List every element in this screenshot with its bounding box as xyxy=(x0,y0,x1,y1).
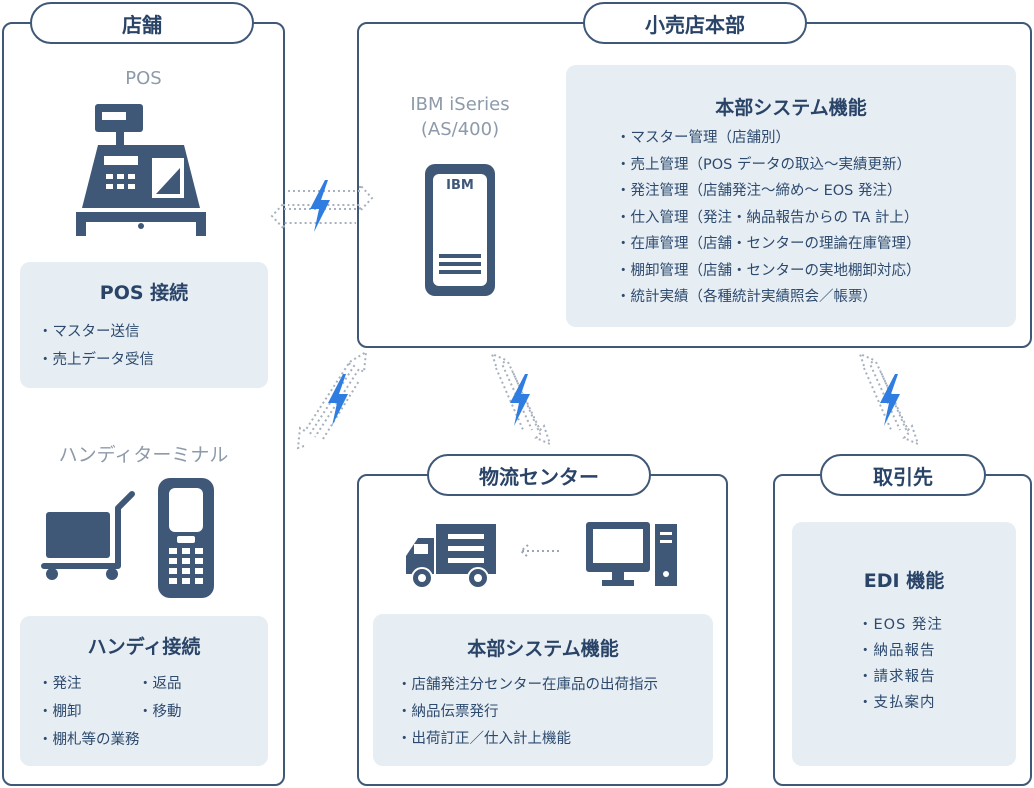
edi-title: EDI 機能 xyxy=(863,570,945,592)
supplier-title: 取引先 xyxy=(820,454,986,496)
list-item: 発注管理（店舗発注〜締め〜 EOS 発注） xyxy=(616,178,921,205)
list-item: 返品 xyxy=(138,670,182,698)
server-label-line2: (AS/400) xyxy=(420,119,500,140)
list-item: 店舗発注分センター在庫品の出荷指示 xyxy=(397,672,659,699)
server-tower-icon: IBM xyxy=(425,164,495,296)
pos-label: POS xyxy=(125,68,162,89)
logistics-system-title: 本部システム機能 xyxy=(467,638,619,660)
list-item: マスター送信 xyxy=(38,318,154,346)
lightning-bolt-icon xyxy=(880,374,900,426)
list-item: 出荷訂正／仕入計上機能 xyxy=(397,726,658,753)
hq-logistics-connector xyxy=(490,352,552,446)
lightning-bolt-icon xyxy=(510,374,530,426)
list-item: 売上データ受信 xyxy=(38,346,155,374)
hq-system-list: マスター管理（店舗別） 売上管理（POS データの取込〜実績更新） 発注管理（店… xyxy=(616,125,921,311)
handy-connection-box: ハンディ接続 発注 棚卸 棚札等の業務 返品 移動 xyxy=(20,616,268,766)
delivery-truck-icon xyxy=(406,524,496,589)
list-item: 発注 xyxy=(38,670,140,698)
store-title: 店舗 xyxy=(30,2,254,44)
server-badge: IBM xyxy=(446,178,474,193)
server-label: IBM iSeries (AS/400) xyxy=(380,92,540,142)
list-item: マスター管理（店舗別） xyxy=(616,125,921,152)
lightning-bolt-icon xyxy=(310,180,330,232)
lightning-bolt-icon xyxy=(328,374,348,426)
list-item: 棚札等の業務 xyxy=(38,726,140,754)
list-item: EOS 発注 xyxy=(858,612,943,638)
dotted-arrow-icon xyxy=(519,544,562,558)
hand-cart-icon xyxy=(41,491,135,580)
list-item: 請求報告 xyxy=(858,664,943,690)
list-item: 納品伝票発行 xyxy=(397,699,658,726)
list-item: 在庫管理（店舗・センターの理論在庫管理） xyxy=(616,231,921,258)
hq-system-title: 本部システム機能 xyxy=(715,97,867,119)
list-item: 棚卸管理（店舗・センターの実地棚卸対応） xyxy=(616,258,921,285)
server-label-line1: IBM iSeries xyxy=(410,94,510,115)
edi-box: EDI 機能 EOS 発注 納品報告 請求報告 支払案内 xyxy=(792,522,1016,766)
pos-connection-title: POS 接続 xyxy=(99,282,189,304)
hq-system-box: 本部システム機能 マスター管理（店舗別） 売上管理（POS データの取込〜実績更… xyxy=(566,65,1016,327)
list-item: 支払案内 xyxy=(858,690,943,716)
logistics-title: 物流センター xyxy=(427,454,651,496)
store-hq-connector xyxy=(270,182,374,232)
pos-connection-list: マスター送信 売上データ受信 xyxy=(38,318,155,374)
cash-register-icon xyxy=(76,104,206,236)
pos-connection-box: POS 接続 マスター送信 売上データ受信 xyxy=(20,262,268,388)
list-item: 仕入管理（発注・納品報告からの TA 計上） xyxy=(616,205,921,232)
handy-connection-list-col1: 発注 棚卸 棚札等の業務 xyxy=(38,670,140,754)
list-item: 統計実績（各種統計実績照会／帳票） xyxy=(616,284,921,311)
list-item: 棚卸 xyxy=(38,698,140,726)
list-item: 納品報告 xyxy=(858,638,943,664)
logistics-system-list: 店舗発注分センター在庫品の出荷指示 納品伝票発行 出荷訂正／仕入計上機能 xyxy=(397,672,659,753)
logistics-system-box: 本部システム機能 店舗発注分センター在庫品の出荷指示 納品伝票発行 出荷訂正／仕… xyxy=(373,614,713,766)
hq-supplier-connector xyxy=(858,352,920,446)
list-item: 売上管理（POS データの取込〜実績更新） xyxy=(616,152,921,179)
hq-title: 小売店本部 xyxy=(583,2,807,44)
list-item: 移動 xyxy=(138,698,182,726)
handy-connection-list-col2: 返品 移動 xyxy=(138,670,182,726)
handy-terminal-label: ハンディターミナル xyxy=(58,444,229,466)
handy-connection-title: ハンディ接続 xyxy=(87,636,201,658)
desktop-computer-icon xyxy=(586,522,677,586)
store-hq-diagonal-connector xyxy=(296,350,368,450)
edi-list: EOS 発注 納品報告 請求報告 支払案内 xyxy=(858,612,943,716)
handheld-terminal-icon xyxy=(158,478,214,598)
